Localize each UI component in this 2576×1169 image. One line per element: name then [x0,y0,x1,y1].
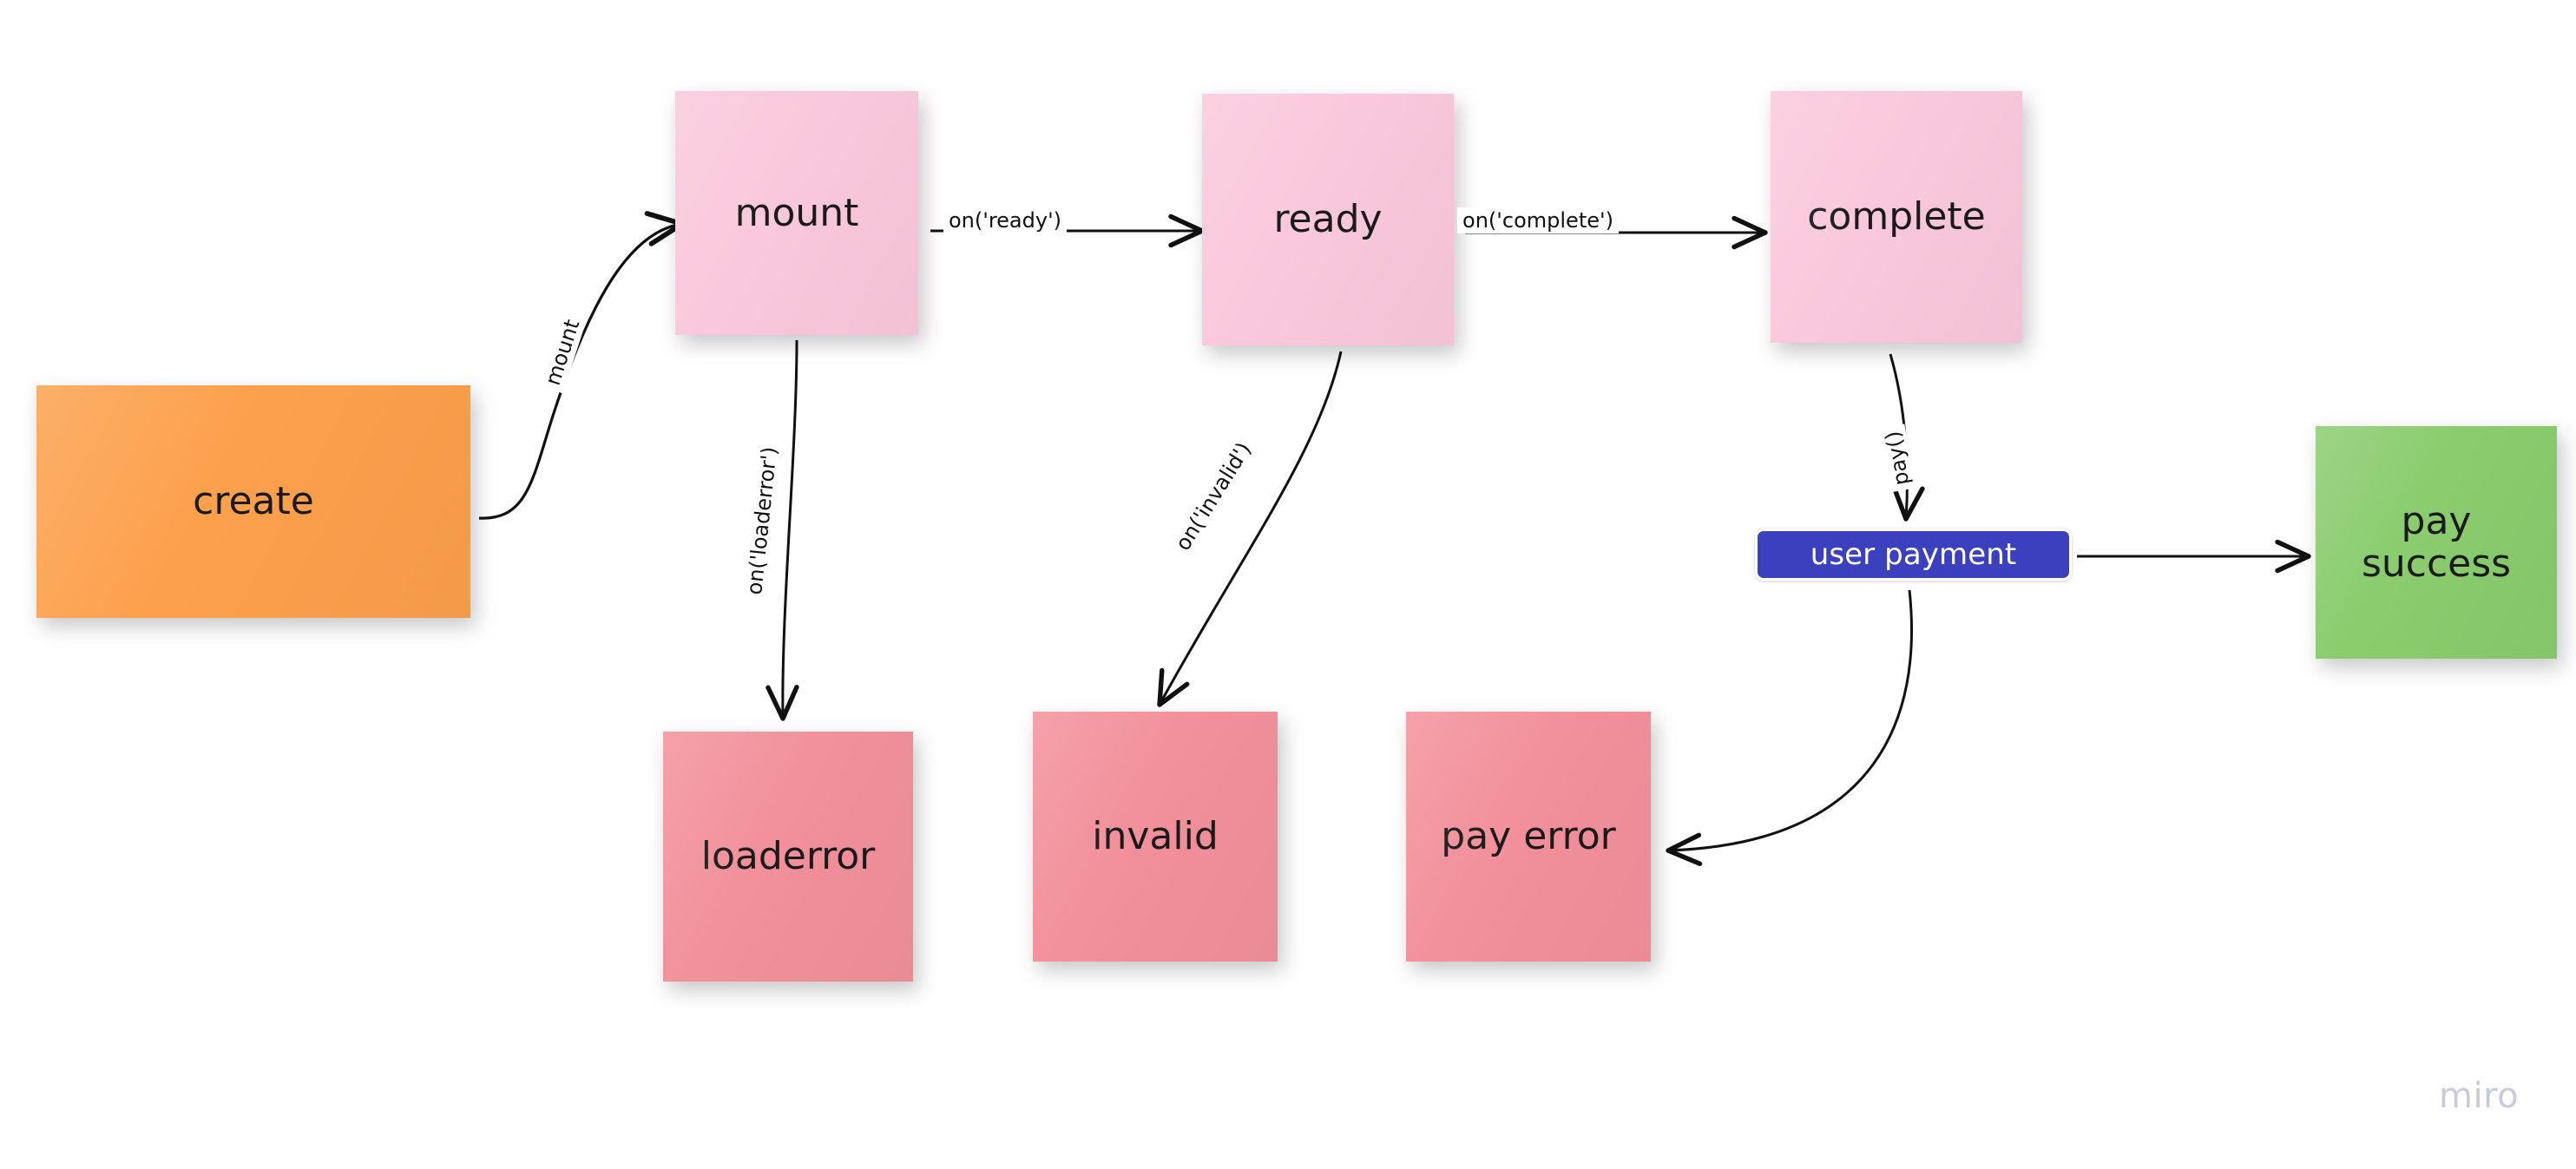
edge-user-payment-to-pay-error[interactable] [1666,589,1913,866]
edge-mount-to-loaderror[interactable] [766,339,799,721]
sticky-note-ready[interactable]: ready [1202,94,1454,345]
sticky-note-pay-error-label: pay error [1441,814,1616,859]
sticky-note-loaderror[interactable]: loaderror [663,732,913,982]
edge-label-mount: mount [537,311,588,394]
edge-label-on-invalid-text: on('invalid') [1170,437,1257,555]
edge-label-pay: pay() [1878,424,1916,493]
edge-label-on-loaderror: on('loaderror') [740,440,784,601]
sticky-note-invalid[interactable]: invalid [1033,712,1278,962]
edge-label-on-invalid: on('invalid') [1166,433,1260,560]
user-payment-button-label: user payment [1810,537,2017,572]
user-payment-button[interactable]: user payment [1755,529,2072,581]
edge-label-mount-text: mount [540,316,585,389]
sticky-note-pay-success-label: pay success [2361,498,2512,586]
sticky-note-mount-label: mount [734,190,859,235]
sticky-note-invalid-label: invalid [1092,814,1219,859]
sticky-note-create-label: create [193,479,314,524]
edge-label-on-complete: on('complete') [1457,207,1619,233]
miro-watermark: miro [2439,1076,2519,1116]
edge-label-on-loaderror-text: on('loaderror') [742,445,782,596]
sticky-note-mount[interactable]: mount [675,91,918,335]
edge-label-on-ready: on('ready') [943,207,1068,233]
sticky-note-pay-error[interactable]: pay error [1406,712,1651,962]
sticky-note-complete[interactable]: complete [1771,91,2022,343]
sticky-note-create[interactable]: create [36,385,470,618]
edge-label-on-ready-text: on('ready') [948,208,1062,233]
sticky-note-loaderror-label: loaderror [700,834,876,879]
sticky-note-complete-label: complete [1807,194,1986,240]
sticky-note-ready-label: ready [1273,197,1383,242]
edge-label-on-complete-text: on('complete') [1462,208,1613,233]
edge-label-pay-text: pay() [1880,429,1915,488]
miro-watermark-text: miro [2439,1076,2520,1116]
sticky-note-pay-success[interactable]: pay success [2316,426,2557,659]
edge-create-to-mount[interactable] [478,211,685,520]
